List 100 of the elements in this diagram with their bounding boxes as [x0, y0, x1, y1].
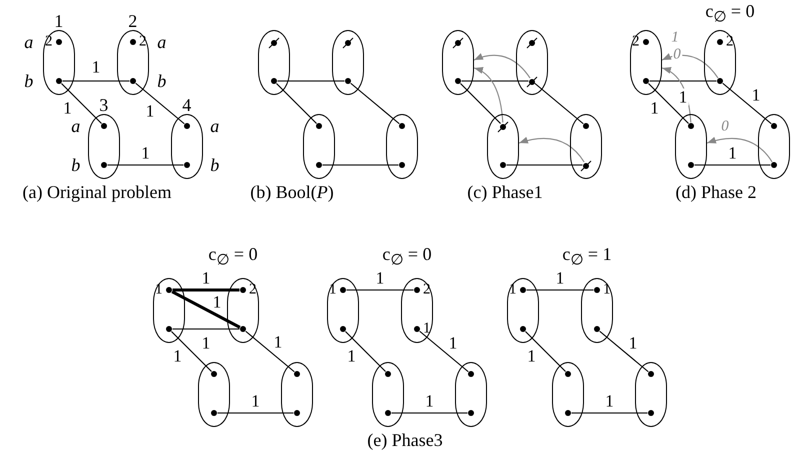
vertex-dot: [688, 162, 694, 168]
vertex-dot: [594, 326, 600, 332]
panel-caption: (c) Phase1: [467, 183, 543, 203]
edge-line: [245, 330, 295, 372]
vertex-label: a: [24, 32, 34, 51]
edge-label: 1: [554, 270, 566, 286]
vertex-dot: [210, 370, 217, 377]
vertex-dot: [688, 122, 694, 129]
edge-line: [350, 82, 400, 124]
thick-edge-line: [172, 288, 240, 292]
curved-arrow: [518, 137, 585, 162]
slashed-dot: [580, 158, 592, 171]
vertex-dot: [642, 78, 649, 84]
vertex-dot: [270, 78, 277, 84]
panel-caption: (d) Phase 2: [676, 183, 756, 203]
vertex-dot: [316, 162, 322, 168]
vertex-label: a: [71, 116, 80, 135]
vertex-dot: [564, 410, 571, 416]
edge-line: [506, 164, 582, 166]
vertex-dot: [454, 78, 461, 84]
oval-number: 2: [128, 12, 138, 30]
edge-label: 1: [678, 88, 688, 106]
edge-line: [172, 328, 240, 330]
oval-number: 4: [182, 96, 192, 114]
edge-label: 1: [200, 334, 212, 352]
edge-line: [462, 80, 528, 82]
edge-label: 1: [628, 334, 638, 351]
vertex-dot: [344, 78, 351, 84]
edge-label: 1: [374, 270, 386, 286]
edge-line: [648, 83, 689, 124]
edge-line: [345, 331, 386, 372]
vertex-dot: [648, 410, 654, 416]
edge-line: [392, 412, 468, 414]
curved-arrow: [474, 53, 530, 78]
slashed-dot: [268, 36, 280, 48]
vertex-dot: [582, 122, 589, 129]
edge-line: [346, 289, 414, 291]
edge-line: [599, 330, 649, 372]
edge-label: 1: [62, 99, 73, 116]
panel-caption: (b) Bool(P): [250, 183, 334, 203]
edge-label: 1: [727, 144, 738, 162]
edge-line: [419, 330, 469, 372]
curved-arrow: [706, 137, 773, 162]
vertex-dot: [770, 162, 777, 168]
edge-line: [525, 331, 566, 372]
panel-caption: (e) Phase3: [367, 431, 443, 451]
slashed-dot: [452, 36, 464, 48]
vertex-dot: [468, 370, 474, 377]
oval-number: 1: [54, 12, 64, 30]
thick-edge-line: [171, 290, 241, 329]
edge-line: [135, 82, 185, 124]
vertex-dot: [294, 410, 300, 416]
edge-label: 1: [90, 58, 102, 76]
vertex-label: b: [157, 72, 166, 90]
edge-line: [650, 80, 716, 82]
edge-line: [108, 164, 184, 166]
curved-arrow: [474, 67, 504, 123]
vertex-dot: [316, 122, 322, 129]
edge-line: [322, 164, 398, 166]
vertex-dot: [240, 326, 246, 332]
edge-line: [62, 80, 130, 82]
edge-line: [61, 83, 102, 124]
curved-arrow: [662, 53, 718, 78]
vertex-dot: [398, 122, 405, 129]
edge-label: 1: [272, 333, 284, 350]
vertex-label: b: [24, 72, 34, 90]
vertex-label: 1: [602, 282, 610, 298]
edge-line: [171, 331, 212, 372]
edge-label: 1: [526, 347, 537, 364]
vertex-label: 1: [422, 321, 430, 336]
edge-line: [460, 83, 501, 124]
slashed-dot: [496, 120, 509, 132]
vertex-dot: [294, 370, 300, 377]
edge-label: 1: [172, 347, 183, 364]
cost-label: c$_{∅}$ = 0: [208, 244, 258, 270]
vertex-dot: [166, 326, 172, 332]
vertex-label: b: [210, 156, 220, 174]
vertex-label: a: [210, 116, 220, 135]
edge-label: 1: [212, 293, 222, 310]
slashed-dot: [526, 74, 538, 87]
vertex-dot: [210, 410, 217, 416]
vertex-label: b: [71, 156, 80, 174]
vertex-dot: [520, 326, 526, 332]
edge-line: [722, 82, 772, 124]
edge-label: 1: [649, 99, 660, 116]
slashed-dot: [526, 36, 538, 48]
vertex-dot: [398, 162, 405, 168]
edge-label: 1: [250, 392, 261, 410]
edge-line: [276, 83, 317, 124]
vertex-label: a: [157, 32, 166, 51]
edge-label: 1: [424, 392, 435, 410]
vertex-dot: [770, 122, 777, 129]
vertex-dot: [384, 410, 391, 416]
edge-line: [694, 164, 770, 166]
vertex-dot: [340, 326, 346, 332]
slashed-dot: [342, 36, 354, 48]
cost-label: c$_{∅}$ = 1: [562, 244, 612, 270]
cost-label: c$_{∅}$ = 0: [705, 2, 755, 26]
oval-number: 3: [99, 96, 108, 114]
edge-line: [218, 412, 294, 414]
